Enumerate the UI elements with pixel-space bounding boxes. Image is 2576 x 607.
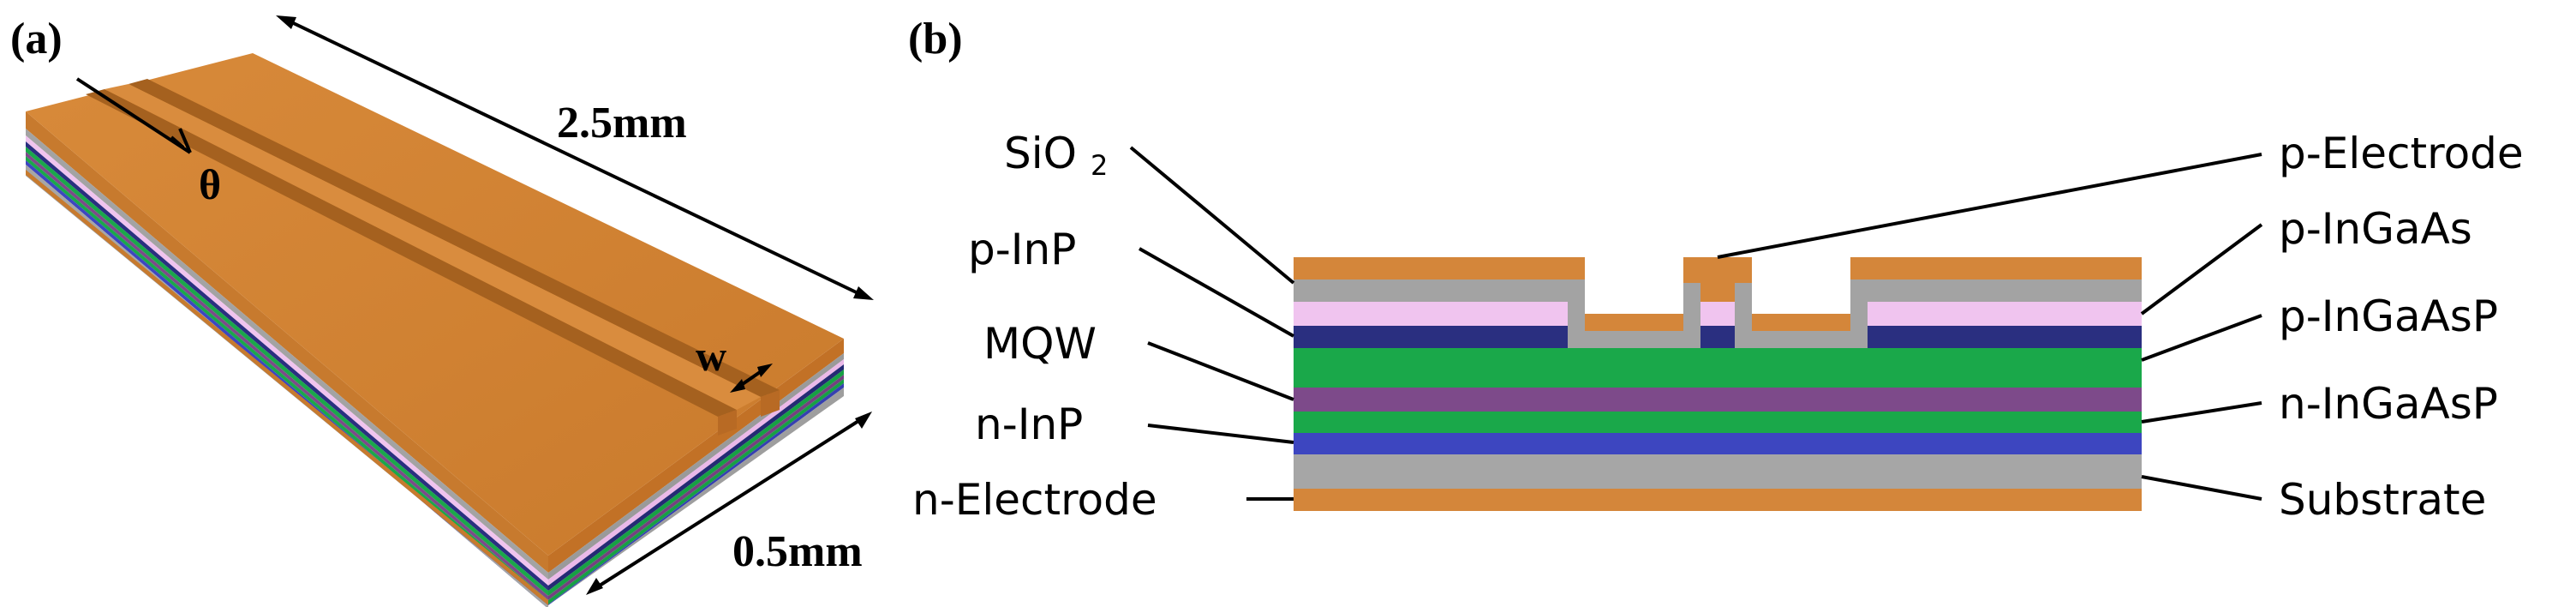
layer-n-electrode bbox=[1294, 489, 2142, 511]
theta-label: θ bbox=[199, 160, 221, 208]
side-substrate bbox=[548, 388, 844, 605]
leader-substrate bbox=[2141, 475, 2262, 501]
chip-front-layers bbox=[26, 111, 548, 607]
trench-right bbox=[129, 79, 780, 397]
left-electrode bbox=[1294, 257, 1568, 279]
width-arrowhead-end bbox=[855, 412, 872, 429]
ridge-width-label: w bbox=[696, 332, 726, 380]
label-n-ingaasp: n-InGaAsP bbox=[2279, 379, 2498, 429]
panel-a: (a) bbox=[10, 15, 874, 607]
label-p-ingaasp: p-InGaAsP bbox=[2279, 291, 2498, 341]
side-green2 bbox=[548, 379, 844, 604]
ridge-p-inp bbox=[1700, 326, 1735, 348]
side-ninp bbox=[548, 383, 844, 605]
layer-mqw bbox=[1294, 388, 2142, 412]
left-p-inp bbox=[1294, 326, 1568, 348]
leader-n-ingaasp bbox=[2141, 401, 2262, 424]
left-sio2 bbox=[1294, 279, 1568, 302]
side-mqw bbox=[548, 375, 844, 600]
layer-front-green1 bbox=[26, 147, 548, 596]
label-p-electrode: p-Electrode bbox=[2279, 129, 2524, 178]
ridge-p-ingaas bbox=[1700, 302, 1735, 326]
leader-mqw bbox=[1147, 341, 1294, 401]
right-electrode bbox=[1868, 257, 2142, 279]
ridge-end-left bbox=[718, 410, 737, 436]
chip-top-surface bbox=[26, 53, 844, 556]
chip-side-layers bbox=[548, 339, 844, 605]
label-sio2-subscript: 2 bbox=[1091, 149, 1108, 182]
leader-sio2 bbox=[1129, 146, 1295, 285]
ridge-sio2-left bbox=[1683, 283, 1700, 326]
ridge-top-gap bbox=[1700, 274, 1735, 302]
layer-front-nelectrode bbox=[26, 170, 548, 605]
panel-b: (b) bbox=[908, 15, 2524, 525]
ridge-width-arrowhead-1 bbox=[730, 379, 745, 393]
width-dimension-line bbox=[591, 415, 867, 592]
cross-section bbox=[1294, 257, 2142, 511]
layer-n-ingaasp bbox=[1294, 412, 2142, 433]
side-pingaas bbox=[548, 359, 844, 586]
width-label: 0.5mm bbox=[732, 527, 863, 576]
layer-front-sio2 bbox=[26, 129, 548, 580]
ridge-width-arrowhead-2 bbox=[757, 364, 773, 377]
label-substrate: Substrate bbox=[2279, 475, 2486, 525]
layer-front-pingaas bbox=[26, 135, 548, 586]
theta-arc bbox=[170, 135, 185, 149]
trench-left bbox=[86, 89, 737, 417]
right-p-ingaas bbox=[1868, 302, 2142, 326]
label-mqw: MQW bbox=[983, 319, 1097, 369]
layer-p-ingaasp bbox=[1294, 348, 2142, 388]
label-sio2: SiO bbox=[1004, 129, 1077, 178]
length-arrowhead-end bbox=[853, 286, 874, 300]
right-sio2 bbox=[1868, 279, 2142, 302]
width-arrowhead-start bbox=[586, 578, 603, 595]
leader-p-ingaas bbox=[2140, 223, 2263, 316]
ridge-end-right bbox=[761, 390, 780, 417]
label-n-inp: n-InP bbox=[975, 400, 1083, 449]
leader-p-ingaasp bbox=[2141, 314, 2262, 362]
label-n-electrode: n-Electrode bbox=[912, 475, 1157, 525]
layer-front-substrate bbox=[26, 165, 548, 607]
ridge-waveguide bbox=[86, 79, 780, 436]
leader-p-inp bbox=[1139, 247, 1294, 338]
layer-front-electrode bbox=[26, 111, 548, 573]
length-arrowhead-start bbox=[276, 15, 296, 29]
trench-right-electrode bbox=[1735, 257, 1868, 331]
side-pingaasp bbox=[548, 364, 844, 591]
label-p-inp: p-InP bbox=[968, 225, 1076, 274]
leader-p-electrode bbox=[1717, 153, 2262, 259]
right-p-inp bbox=[1868, 326, 2142, 348]
layer-substrate bbox=[1294, 454, 2142, 489]
ridge-sio2-right bbox=[1735, 283, 1752, 326]
length-label: 2.5mm bbox=[557, 99, 687, 147]
theta-ref-line bbox=[75, 77, 192, 154]
left-p-ingaas bbox=[1294, 302, 1568, 326]
theta-tick bbox=[178, 128, 192, 153]
label-p-ingaas: p-InGaAs bbox=[2279, 204, 2472, 254]
side-green1 bbox=[548, 370, 844, 596]
ridge-top bbox=[105, 84, 761, 410]
panel-b-label: (b) bbox=[908, 15, 963, 63]
layer-front-pingaasp bbox=[26, 141, 548, 591]
layer-n-inp bbox=[1294, 433, 2142, 454]
trench-left-electrode bbox=[1568, 257, 1700, 331]
length-dimension-line bbox=[284, 17, 866, 298]
layer-front-mqw bbox=[26, 152, 548, 600]
leader-n-inp bbox=[1147, 424, 1294, 444]
layer-front-green2 bbox=[26, 156, 548, 604]
panel-a-label: (a) bbox=[10, 15, 63, 63]
